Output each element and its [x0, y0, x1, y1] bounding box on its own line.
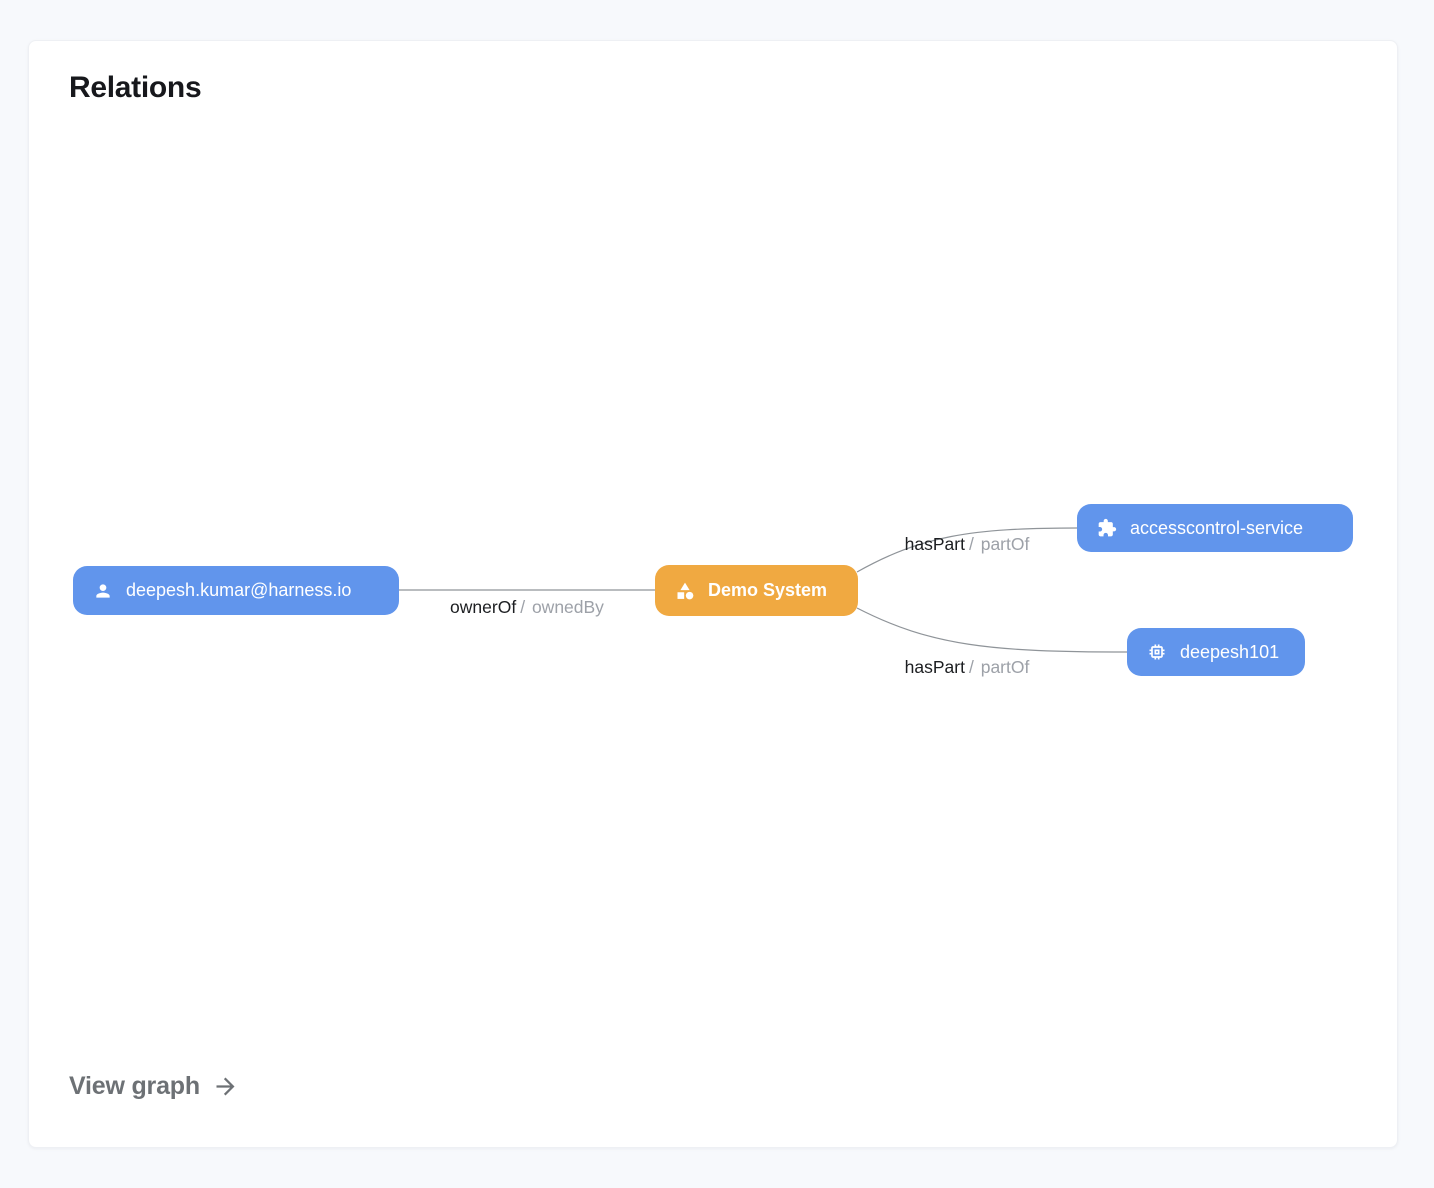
category-icon	[675, 581, 695, 601]
card-title: Relations	[69, 71, 202, 104]
view-graph-link[interactable]: View graph	[69, 1072, 239, 1101]
node-service-entity[interactable]: accesscontrol-service	[1077, 504, 1353, 552]
node-api-entity[interactable]: deepesh101	[1127, 628, 1305, 676]
relations-graph: deepesh.kumar@harness.io Demo System acc…	[29, 41, 1397, 1147]
node-label: accesscontrol-service	[1130, 517, 1304, 538]
edge-label-secondary: partOf	[980, 534, 1030, 554]
person-icon	[93, 581, 113, 601]
edge-label-primary: hasPart	[904, 657, 965, 677]
relation-edges	[399, 527, 1128, 653]
node-label: deepesh.kumar@harness.io	[126, 580, 352, 600]
edge-haspart-top-line	[856, 527, 1078, 573]
puzzle-icon	[1097, 518, 1117, 538]
node-label: deepesh101	[1180, 641, 1280, 662]
view-graph-label: View graph	[69, 1072, 200, 1100]
node-system-entity[interactable]: Demo System	[655, 565, 858, 616]
edge-label-haspart-bottom: hasPart/ partOf	[905, 657, 1030, 678]
edge-label-haspart-top: hasPart/ partOf	[905, 534, 1030, 555]
edge-label-separator: /	[520, 597, 526, 617]
arrow-right-icon	[216, 1077, 235, 1096]
node-user-entity[interactable]: deepesh.kumar@harness.io	[73, 566, 399, 615]
edge-haspart-bottom-line	[856, 607, 1128, 653]
relations-card: Relations deepesh.kumar@harness.io Demo …	[28, 40, 1398, 1148]
edge-label-separator: /	[968, 534, 974, 554]
edge-label-secondary: partOf	[980, 657, 1030, 677]
edge-label-primary: ownerOf	[450, 597, 517, 617]
edge-label-ownerof: ownerOf/ ownedBy	[450, 597, 604, 618]
edge-label-separator: /	[968, 657, 974, 677]
edge-label-secondary: ownedBy	[531, 597, 604, 617]
chip-icon	[1147, 642, 1167, 662]
edge-label-primary: hasPart	[904, 534, 965, 554]
node-label: Demo System	[708, 580, 828, 600]
